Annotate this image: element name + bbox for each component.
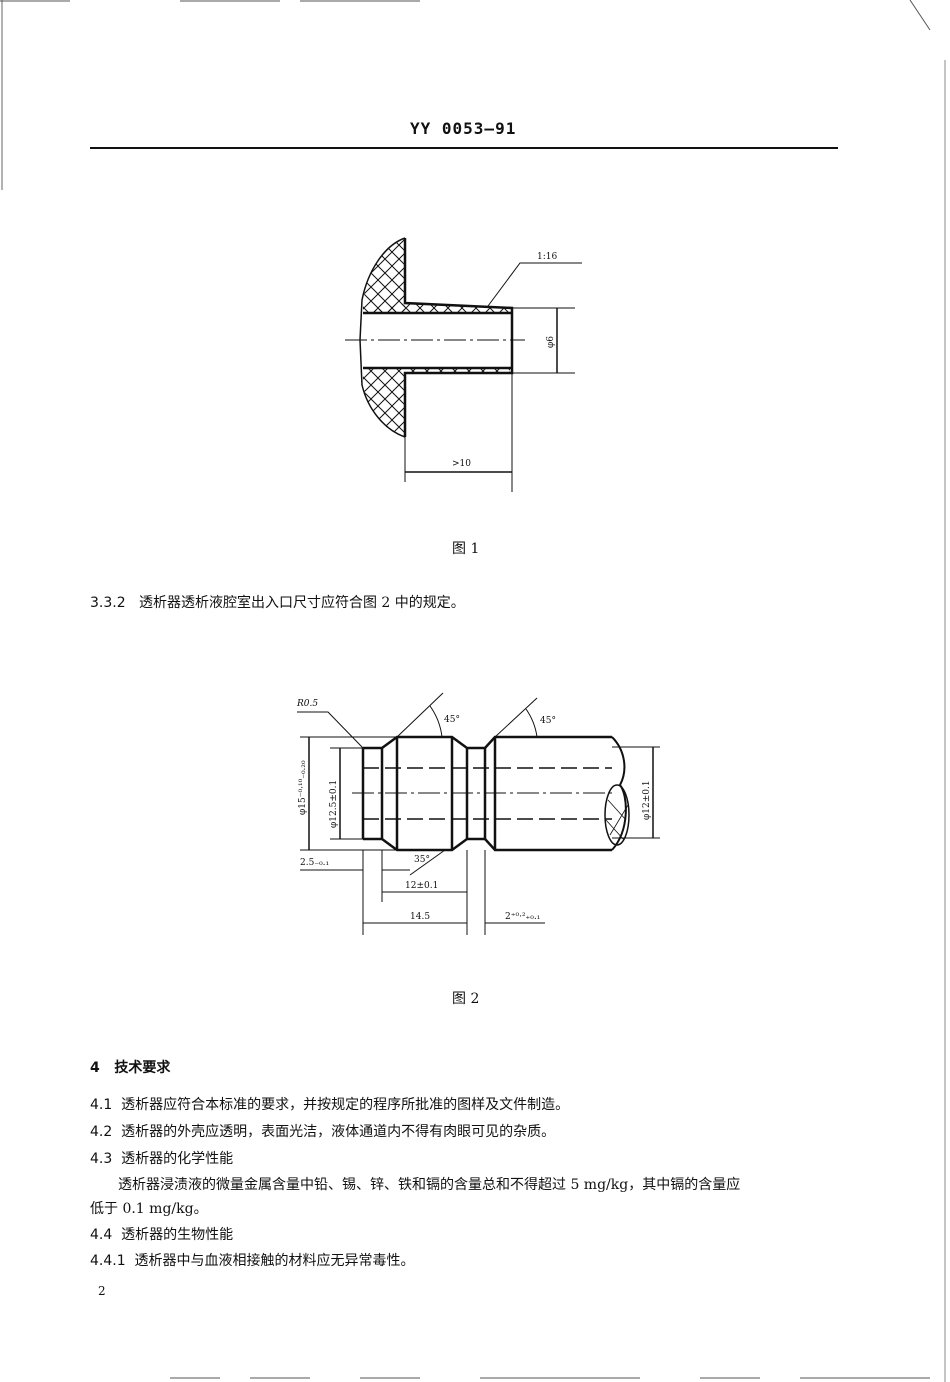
clause-text: 透析器的生物性能 — [121, 1227, 234, 1243]
clause-4-1: 4.1 透析器应符合本标准的要求，并按规定的程序所批准的图样及文件制造。 — [90, 1096, 569, 1114]
clause-4-3: 4.3 透析器的化学性能 — [90, 1150, 233, 1168]
clause-text: 透析器中与血液相接触的材料应无异常毒性。 — [134, 1253, 415, 1269]
section-title: 技术要求 — [114, 1060, 171, 1076]
standard-number-header: YY 0053—91 — [410, 119, 517, 138]
angle-bottom-label: 35° — [414, 855, 430, 865]
clause-number: 3.3.2 — [90, 595, 126, 611]
groove-width-label: 2.5₋₀.₁ — [300, 858, 329, 868]
groove-diameter-label: φ12.5±0.1 — [329, 780, 339, 828]
angle-right-label: 45° — [540, 716, 556, 726]
clause-number: 4.2 — [90, 1124, 113, 1140]
connector-body — [345, 237, 525, 438]
section-4-heading: 4 技术要求 — [90, 1059, 170, 1077]
clause-text: 透析器的化学性能 — [121, 1151, 234, 1167]
clause-4-4-1: 4.4.1 透析器中与血液相接触的材料应无异常毒性。 — [90, 1252, 415, 1270]
clause-text: 透析器的外壳应透明，表面光洁，液体通道内不得有肉眼可见的杂质。 — [121, 1124, 556, 1140]
length-label: >10 — [452, 459, 471, 469]
clause-4-4: 4.4 透析器的生物性能 — [90, 1226, 233, 1244]
dimension-length: >10 — [404, 373, 513, 492]
total-length-label: 14.5 — [410, 912, 430, 922]
figure-2-caption: 图 2 — [452, 991, 480, 1007]
clause-text: 透析器透析液腔室出入口尺寸应符合图 2 中的规定。 — [138, 595, 465, 611]
port-body — [352, 735, 630, 852]
clause-4-2: 4.2 透析器的外壳应透明，表面光洁，液体通道内不得有肉眼可见的杂质。 — [90, 1123, 555, 1141]
page-number: 2 — [98, 1284, 106, 1298]
angle-left-label: 45° — [444, 715, 460, 725]
clause-4-3-body-line-1: 透析器浸渍液的微量金属含量中铅、锡、锌、铁和镉的含量总和不得超过 5 mg/kg… — [118, 1177, 741, 1193]
clause-number: 4.4.1 — [90, 1253, 126, 1269]
clause-number: 4.1 — [90, 1097, 113, 1113]
outer-diameter-label: φ15⁻⁰·¹⁰₋₀.₂₀ — [298, 760, 308, 815]
section-number: 4 — [90, 1060, 100, 1076]
phi6-label: φ6 — [546, 336, 556, 348]
header-rule — [90, 147, 838, 149]
radius-label: R0.5 — [296, 699, 318, 709]
clause-number: 4.3 — [90, 1151, 113, 1167]
clause-3-3-2: 3.3.2 透析器透析液腔室出入口尺寸应符合图 2 中的规定。 — [90, 594, 465, 612]
clause-text: 透析器应符合本标准的要求，并按规定的程序所批准的图样及文件制造。 — [121, 1097, 570, 1113]
clause-number: 4.4 — [90, 1227, 113, 1243]
shaft-diameter-label: φ12±0.1 — [642, 780, 652, 820]
body-length-label: 12±0.1 — [405, 881, 438, 891]
taper-leader: 1:16 — [487, 252, 582, 307]
dimension-phi6: φ6 — [512, 307, 575, 374]
taper-label: 1:16 — [537, 252, 557, 262]
dimension-lines — [297, 692, 660, 935]
clause-4-3-body-line-2: 低于 0.1 mg/kg。 — [90, 1201, 208, 1217]
figure-1-caption: 图 1 — [452, 541, 480, 557]
second-groove-label: 2⁺⁰·²₊₀.₁ — [505, 912, 540, 922]
